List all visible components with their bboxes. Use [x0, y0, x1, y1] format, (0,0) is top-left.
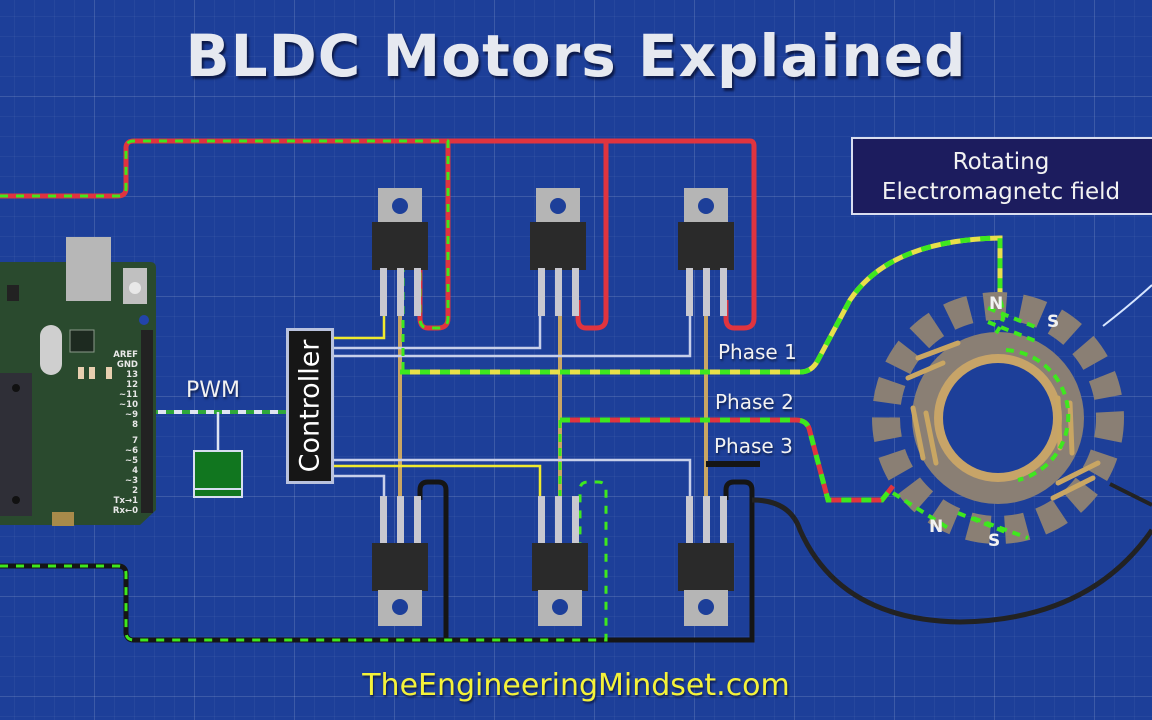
pin-label: ~5	[124, 456, 138, 466]
pwm-label: PWM	[186, 378, 241, 403]
phase-2-label: Phase 2	[715, 390, 794, 414]
phase-2-wire	[558, 417, 895, 503]
pin-label: ~6	[124, 446, 138, 456]
pole-label-s-bottom: S	[988, 531, 1000, 551]
pin-label: ~9	[124, 410, 138, 420]
callout-line-2: Electromagnetc field	[881, 179, 1121, 205]
pin-label: 2	[132, 486, 138, 496]
pin-label: 7	[132, 436, 138, 446]
phase-1-label: Phase 1	[718, 340, 797, 364]
phase-3-label: Phase 3	[714, 434, 793, 458]
field-indicator-line	[1102, 284, 1152, 327]
mosfet-high-1	[372, 188, 428, 316]
pin-label: ~3	[124, 476, 138, 486]
mosfet-high-3	[678, 188, 734, 316]
pin-label: Rx←0	[112, 506, 138, 516]
pin-label: AREF	[113, 350, 138, 360]
pin-label: 12	[126, 380, 138, 390]
mosfet-high-2	[530, 188, 586, 316]
microcontroller-chip	[0, 373, 32, 516]
callout-line-1: Rotating	[952, 149, 1050, 175]
rotating-field-callout: Rotating Electromagnetc field	[851, 137, 1152, 215]
ground-wire	[0, 479, 1152, 643]
positive-supply-wire	[0, 138, 757, 331]
pin-label: Tx→1	[113, 496, 138, 506]
arduino-board	[0, 237, 156, 526]
mosfet-low-1	[372, 496, 428, 626]
pin-label: ~10	[119, 400, 138, 410]
pin-label: 8	[132, 420, 138, 430]
pin-label: 4	[132, 466, 138, 476]
mosfet-low-2	[532, 496, 588, 626]
crystal	[40, 325, 62, 375]
pole-label-n-bottom: N	[929, 517, 943, 537]
pin-label: 13	[126, 370, 138, 380]
pwm-wire	[150, 410, 286, 452]
controller-label: Controller	[294, 339, 326, 473]
pole-label-n-top: N	[989, 294, 1003, 314]
diagram-title: BLDC Motors Explained	[185, 22, 967, 90]
pin-label: GND	[116, 360, 138, 370]
pole-label-s-top: S	[1047, 312, 1059, 332]
controller-block: Controller	[286, 328, 334, 484]
pwm-signal-indicator	[193, 450, 243, 498]
usb-port	[66, 237, 111, 301]
pin-label: ~11	[119, 390, 138, 400]
mosfet-low-3	[678, 496, 734, 626]
website-footer: TheEngineeringMindset.com	[362, 668, 790, 703]
